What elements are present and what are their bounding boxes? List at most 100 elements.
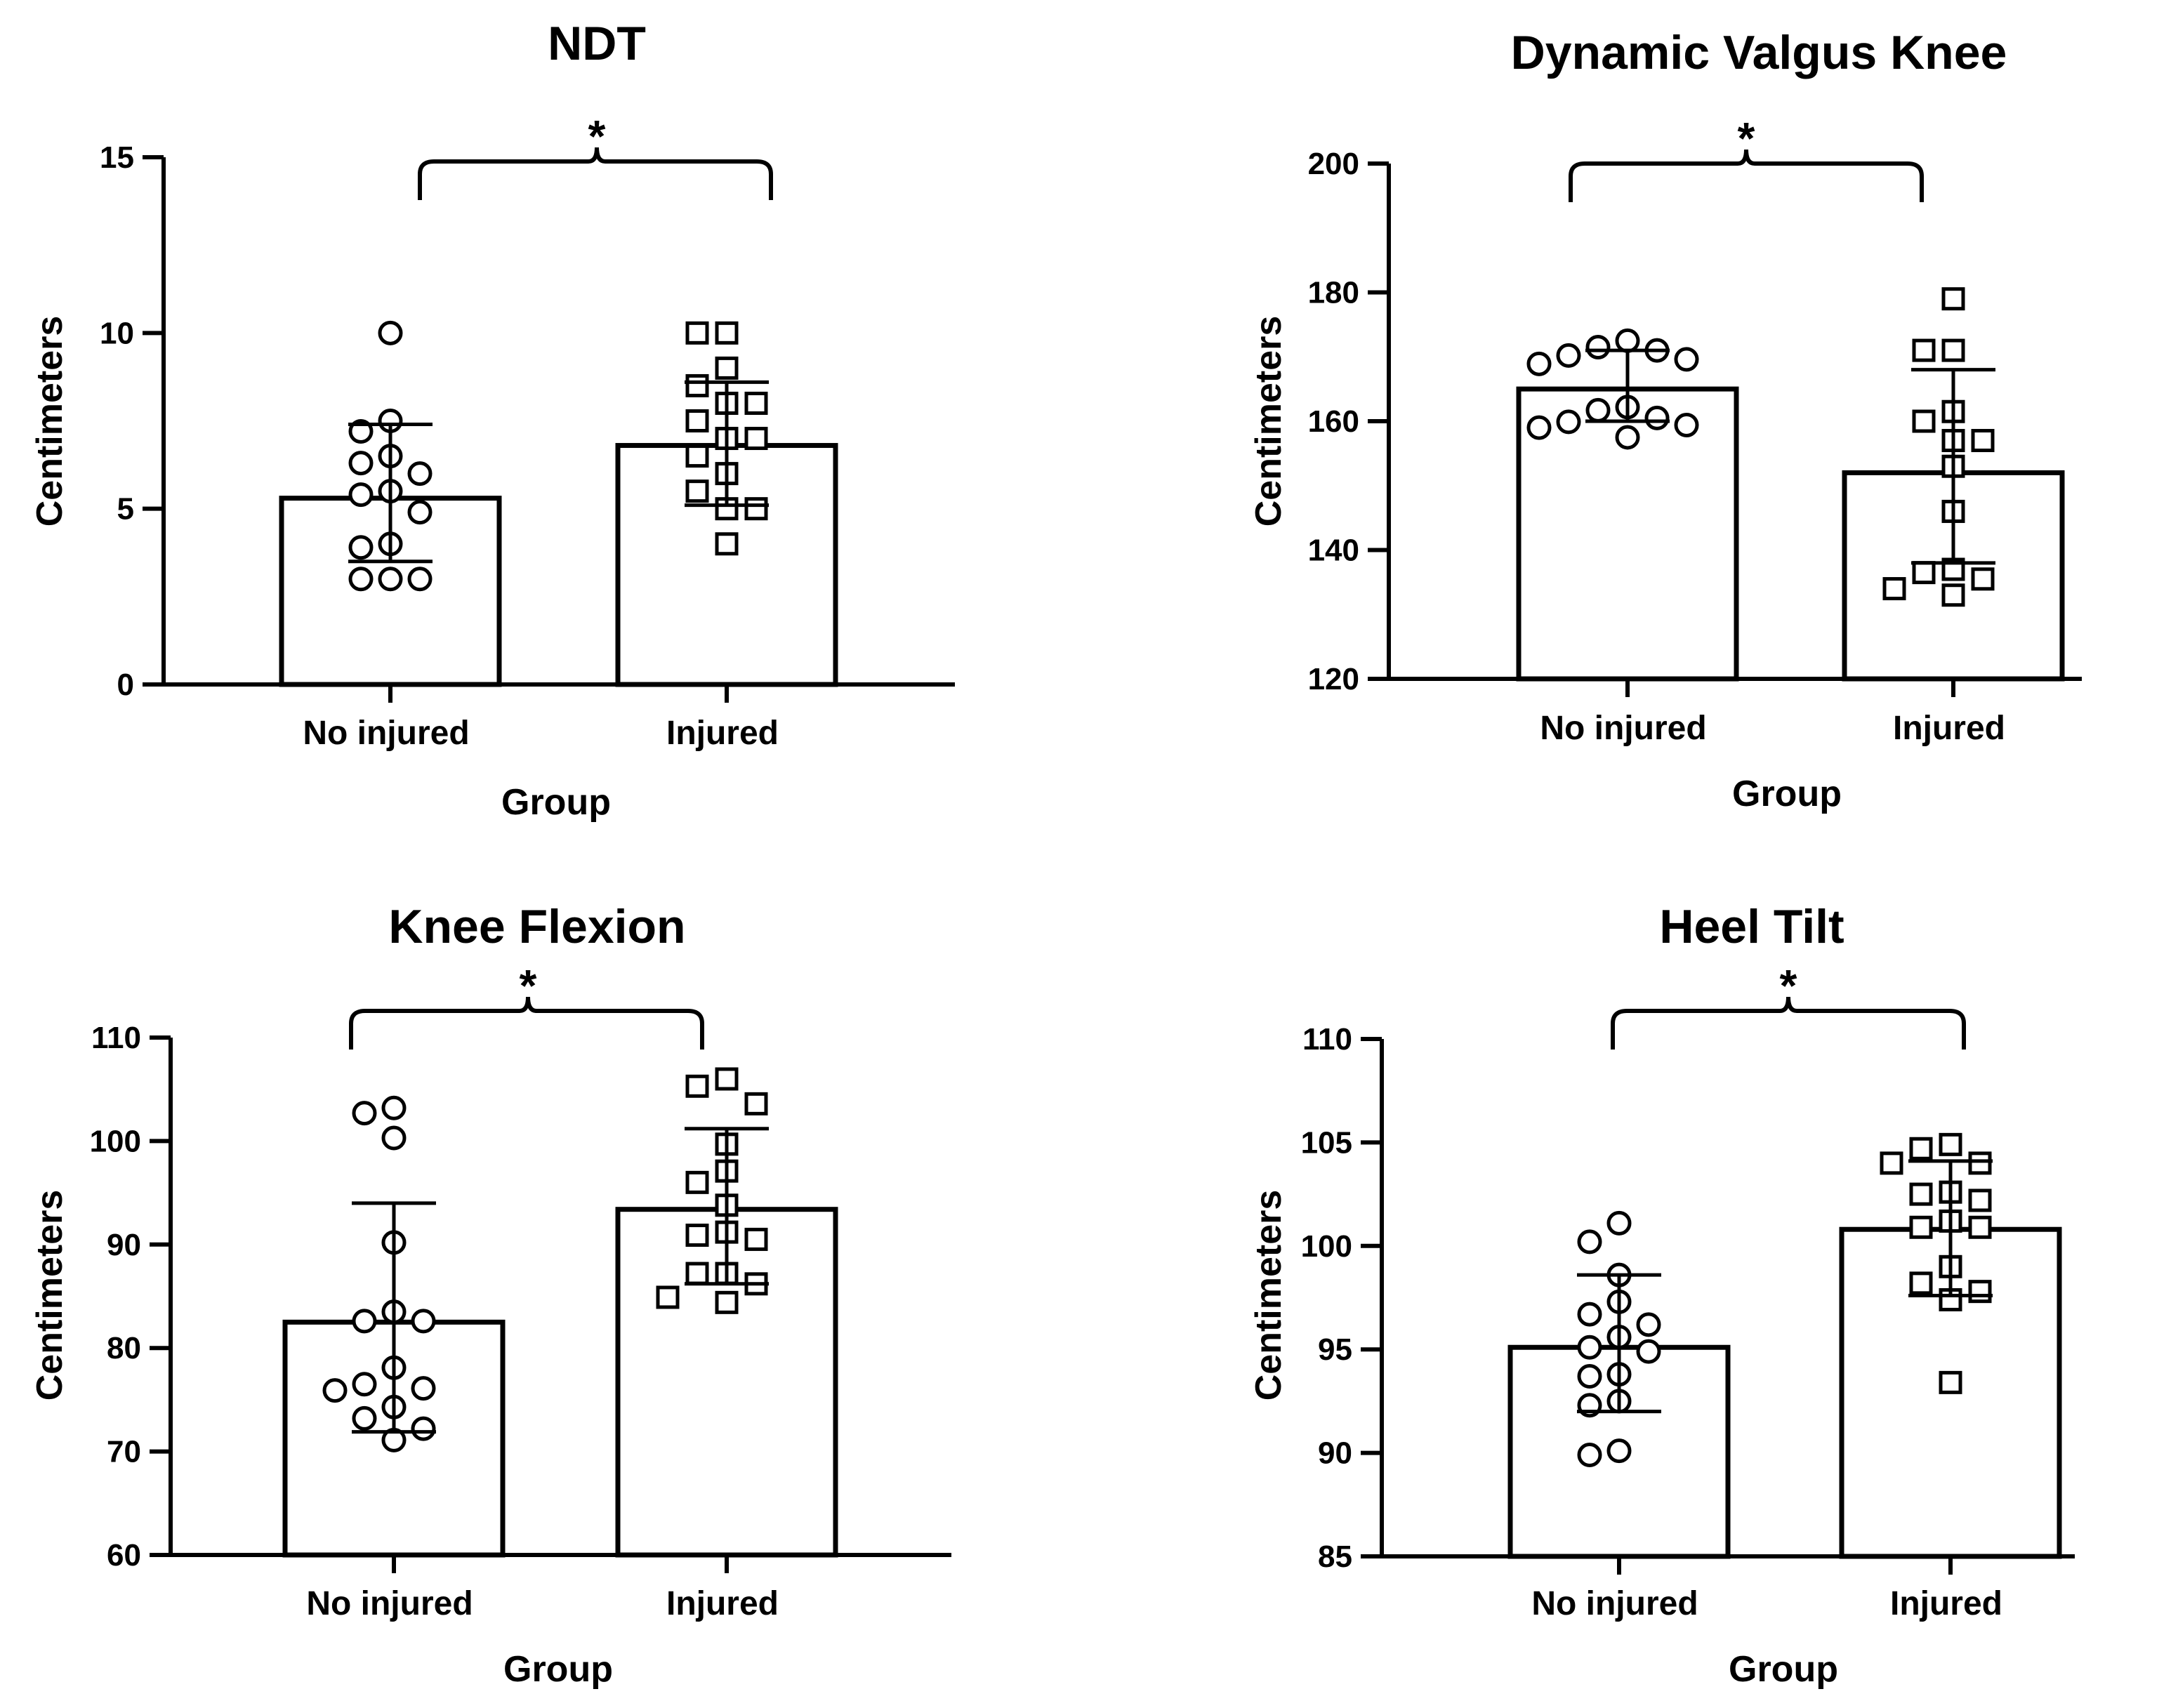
y-tick-label: 90 <box>107 1228 141 1262</box>
x-tick-label: Injured <box>1893 710 2005 747</box>
data-point-injured <box>1882 577 1906 601</box>
y-tick-label: 100 <box>1301 1229 1352 1264</box>
x-tick-label: No injured <box>303 715 469 752</box>
y-axis-title: Centimeters <box>1248 1190 1289 1401</box>
y-tick-label: 0 <box>117 668 134 702</box>
data-point-no-injured <box>1606 1438 1632 1464</box>
data-point-no-injured <box>1606 1210 1632 1236</box>
panel-title: NDT <box>548 17 646 70</box>
data-point-no-injured <box>411 1309 436 1334</box>
y-tick-label: 85 <box>1318 1540 1352 1574</box>
data-point-injured <box>1909 1137 1933 1160</box>
data-point-injured <box>685 1170 709 1194</box>
data-point-no-injured <box>1526 351 1552 376</box>
data-point-injured <box>656 1285 680 1309</box>
data-point-no-injured <box>1577 1229 1602 1254</box>
data-point-no-injured <box>407 500 433 525</box>
data-point-no-injured <box>1577 1364 1602 1389</box>
data-point-no-injured <box>1577 1302 1602 1327</box>
y-tick-label: 15 <box>100 140 134 175</box>
data-point-injured <box>685 1224 709 1247</box>
data-point-injured <box>715 532 739 556</box>
data-point-injured <box>1971 567 1995 591</box>
data-point-no-injured <box>1636 1339 1661 1364</box>
significance-bracket <box>349 996 704 1050</box>
y-axis-title: Centimeters <box>29 316 70 527</box>
data-point-no-injured <box>348 451 374 476</box>
data-point-injured <box>715 356 739 380</box>
y-tick-label: 80 <box>107 1331 141 1365</box>
data-point-injured <box>1941 287 1965 311</box>
data-point-no-injured <box>378 320 403 345</box>
y-axis-title: Centimeters <box>1248 316 1289 527</box>
data-point-no-injured <box>1615 425 1640 450</box>
y-tick-label: 95 <box>1318 1332 1352 1367</box>
x-axis-title: Group <box>1732 774 1842 814</box>
data-point-no-injured <box>1585 334 1611 359</box>
data-point-no-injured <box>1577 1443 1602 1468</box>
significance-asterisk: * <box>588 111 606 161</box>
panel-title: Knee Flexion <box>388 900 685 953</box>
x-tick-label: Injured <box>666 715 779 752</box>
data-point-injured <box>1968 1151 1992 1175</box>
y-axis-title: Centimeters <box>29 1190 70 1401</box>
data-point-no-injured <box>381 1095 407 1120</box>
y-tick-label: 120 <box>1308 662 1359 696</box>
y-tick-label: 110 <box>1302 1022 1352 1057</box>
data-point-no-injured <box>1636 1312 1661 1337</box>
data-point-injured <box>1912 409 1936 433</box>
data-point-no-injured <box>407 461 433 486</box>
data-point-no-injured <box>381 1125 407 1151</box>
y-tick-label: 70 <box>107 1435 141 1469</box>
data-point-no-injured <box>1615 328 1640 353</box>
data-point-injured <box>685 479 709 503</box>
data-point-injured <box>744 497 768 521</box>
data-point-injured <box>1971 429 1995 453</box>
significance-bracket <box>1569 149 1924 202</box>
data-point-injured <box>685 444 709 468</box>
data-point-no-injured <box>411 1376 436 1401</box>
data-point-injured <box>715 321 739 345</box>
y-tick-label: 140 <box>1308 534 1359 568</box>
x-tick-label: Injured <box>1890 1585 2002 1622</box>
data-point-no-injured <box>1556 343 1581 368</box>
y-tick-label: 160 <box>1308 404 1359 439</box>
significance-bracket <box>1611 996 1966 1050</box>
data-point-injured <box>744 1092 768 1116</box>
y-tick-label: 110 <box>91 1021 141 1055</box>
data-point-no-injured <box>352 1405 377 1431</box>
significance-asterisk: * <box>520 960 537 1011</box>
data-point-injured <box>715 1290 739 1314</box>
data-point-no-injured <box>352 1309 377 1334</box>
y-tick-label: 10 <box>100 316 134 350</box>
y-tick-label: 90 <box>1318 1436 1352 1471</box>
data-point-injured <box>1912 561 1936 585</box>
data-point-injured <box>744 427 768 451</box>
data-point-no-injured <box>1556 409 1581 435</box>
data-point-no-injured <box>348 567 374 592</box>
data-point-injured <box>685 373 709 397</box>
data-point-no-injured <box>348 419 374 444</box>
data-point-injured <box>685 1262 709 1285</box>
data-point-injured <box>685 1074 709 1098</box>
y-tick-label: 100 <box>90 1124 141 1158</box>
data-point-injured <box>1968 1280 1992 1304</box>
data-point-injured <box>685 409 709 432</box>
significance-bracket <box>418 147 773 200</box>
data-point-injured <box>1912 338 1936 362</box>
panel-title: Dynamic Valgus Knee <box>1511 26 2007 79</box>
x-tick-label: No injured <box>306 1585 473 1622</box>
data-point-injured <box>1939 1132 1962 1156</box>
significance-asterisk: * <box>1780 960 1797 1011</box>
data-point-injured <box>1968 1189 1992 1212</box>
significance-asterisk: * <box>1738 113 1755 164</box>
data-point-no-injured <box>1577 1335 1602 1360</box>
data-point-injured <box>685 321 709 345</box>
x-axis-title: Group <box>503 1649 613 1690</box>
data-point-no-injured <box>378 567 403 592</box>
x-tick-label: No injured <box>1531 1585 1698 1622</box>
data-point-injured <box>744 391 768 415</box>
